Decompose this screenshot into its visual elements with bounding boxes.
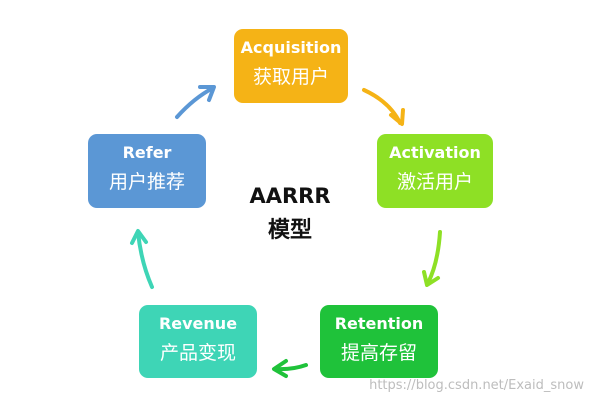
watermark-url: https://blog.csdn.net/Exaid_snow	[369, 378, 584, 393]
acquisition-label-en: Acquisition	[240, 38, 342, 57]
activation-label-cn: 激活用户	[396, 171, 473, 193]
retention-label-cn: 提高存留	[340, 342, 417, 364]
revenue-label-cn: 产品变现	[159, 342, 236, 364]
arrow-refer-to-acquisition	[175, 85, 216, 119]
acquisition-label-cn: 获取用户	[252, 66, 329, 88]
retention-label-en: Retention	[334, 314, 424, 333]
revenue-label-en: Revenue	[158, 314, 238, 333]
center-title-en: AARRR	[249, 184, 331, 208]
arrow-retention-to-revenue	[272, 359, 308, 378]
activation-box: Activation 激活用户	[377, 134, 493, 208]
activation-label-en: Activation	[389, 143, 481, 162]
arrow-revenue-to-refer	[130, 229, 154, 289]
refer-box: Refer 用户推荐	[88, 134, 206, 208]
acquisition-box: Acquisition 获取用户	[234, 29, 348, 103]
retention-box: Retention 提高存留	[320, 305, 438, 378]
arrow-acquisition-to-activation	[362, 88, 405, 126]
refer-label-en: Refer	[122, 143, 172, 162]
refer-label-cn: 用户推荐	[108, 171, 185, 193]
center-title-cn: 模型	[267, 218, 312, 243]
arrow-activation-to-retention	[422, 230, 442, 287]
revenue-box: Revenue 产品变现	[139, 305, 257, 378]
